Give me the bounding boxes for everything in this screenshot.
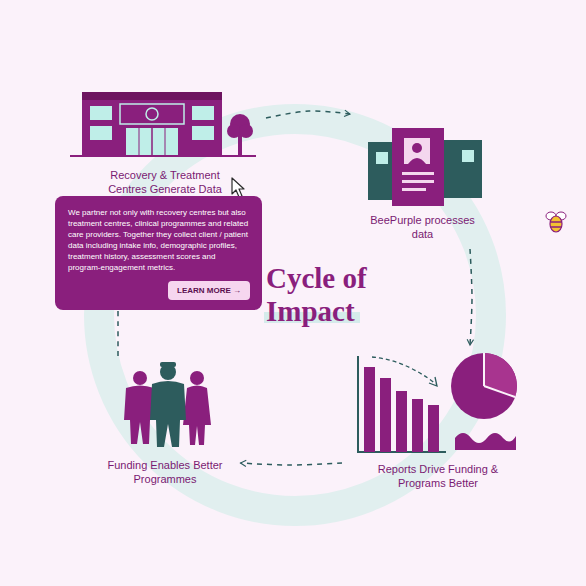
- people-icon-part: [160, 362, 176, 367]
- pie-chart-icon-part: [451, 353, 517, 419]
- step-node: Reports Drive Funding & Programs Better: [350, 355, 526, 490]
- info-popup: We partner not only with recovery centre…: [55, 196, 262, 310]
- building-icon-part: [151, 128, 153, 155]
- building-icon-part: [227, 124, 241, 138]
- building-icon-part: [70, 155, 256, 157]
- step-node: Funding Enables Better Programmes: [100, 362, 231, 486]
- documents-icon-part: [408, 158, 426, 164]
- cycle-arrow: [266, 111, 350, 118]
- people-icon: [124, 362, 211, 447]
- documents-icon-part: [412, 143, 422, 153]
- cycle-arrow: [241, 463, 343, 465]
- bar-chart-icon-part: [380, 378, 391, 452]
- building-icon-part: [192, 106, 214, 120]
- bee-icon: [546, 212, 566, 232]
- button-label: LEARN MORE →: [177, 286, 241, 295]
- building-icon-part: [82, 92, 222, 100]
- documents-icon-part: [402, 172, 434, 175]
- learn-more-button: LEARN MORE →: [168, 281, 250, 300]
- step-label: Reports Drive Funding & Programs Better: [363, 463, 513, 490]
- documents-icon-part: [376, 152, 388, 164]
- bar-chart-icon-part: [364, 367, 375, 452]
- people-icon-part: [183, 386, 211, 446]
- popup-body: We partner not only with recovery centre…: [68, 207, 250, 273]
- bar-chart-icon-part: [412, 399, 423, 452]
- step-node: BeePurple processes data: [360, 125, 485, 241]
- step-label: Funding Enables Better Programmes: [103, 459, 228, 486]
- cursor-icon-part: [232, 178, 244, 197]
- building-icon-part: [239, 124, 253, 138]
- building-icon-part: [139, 128, 140, 155]
- bee-icon-part: [551, 221, 562, 223]
- building-icon-part: [126, 128, 178, 155]
- bar-chart-icon-part: [429, 377, 437, 386]
- building-icon: [70, 92, 256, 156]
- documents-icon-part: [392, 128, 444, 206]
- bee-icon-part: [550, 216, 562, 232]
- people-icon-part: [133, 371, 147, 385]
- bar-chart-icon-part: [428, 405, 439, 452]
- bar-chart-icon: [357, 356, 446, 452]
- documents-icon-part: [462, 150, 474, 162]
- people-icon-part: [190, 371, 204, 385]
- building-icon-part: [90, 106, 112, 120]
- diagram-title: Cycle of Impact: [266, 262, 394, 329]
- step-label: BeePurple processes data: [368, 214, 478, 241]
- people-icon-part: [150, 381, 186, 447]
- cursor-icon: [232, 178, 244, 197]
- bar-chart-icon-part: [357, 356, 359, 452]
- documents-icon-part: [402, 188, 426, 191]
- bee-icon-part: [551, 226, 562, 228]
- building-icon-part: [146, 108, 158, 120]
- bar-chart-icon-part: [372, 357, 436, 384]
- building-icon-part: [82, 92, 222, 155]
- building-icon-part: [120, 104, 184, 124]
- pie-chart-icon-part: [455, 433, 516, 450]
- step-node: Recovery & Treatment Centres Generate Da…: [72, 85, 258, 196]
- bar-chart-icon-part: [396, 391, 407, 452]
- pie-chart-icon-part: [484, 386, 515, 397]
- documents-icon-part: [440, 140, 482, 198]
- pie-chart-icon-part: [484, 353, 517, 397]
- documents-icon-part: [402, 180, 434, 183]
- building-icon-part: [165, 128, 166, 155]
- documents-icon: [368, 128, 482, 206]
- building-icon-part: [90, 126, 112, 140]
- pie-chart-icon: [451, 353, 517, 450]
- cycle-arrow: [470, 249, 472, 345]
- pie-chart-icon-part: [483, 353, 485, 386]
- building-icon-part: [192, 126, 214, 140]
- documents-icon-part: [404, 138, 430, 164]
- step-label: Recovery & Treatment Centres Generate Da…: [90, 169, 240, 196]
